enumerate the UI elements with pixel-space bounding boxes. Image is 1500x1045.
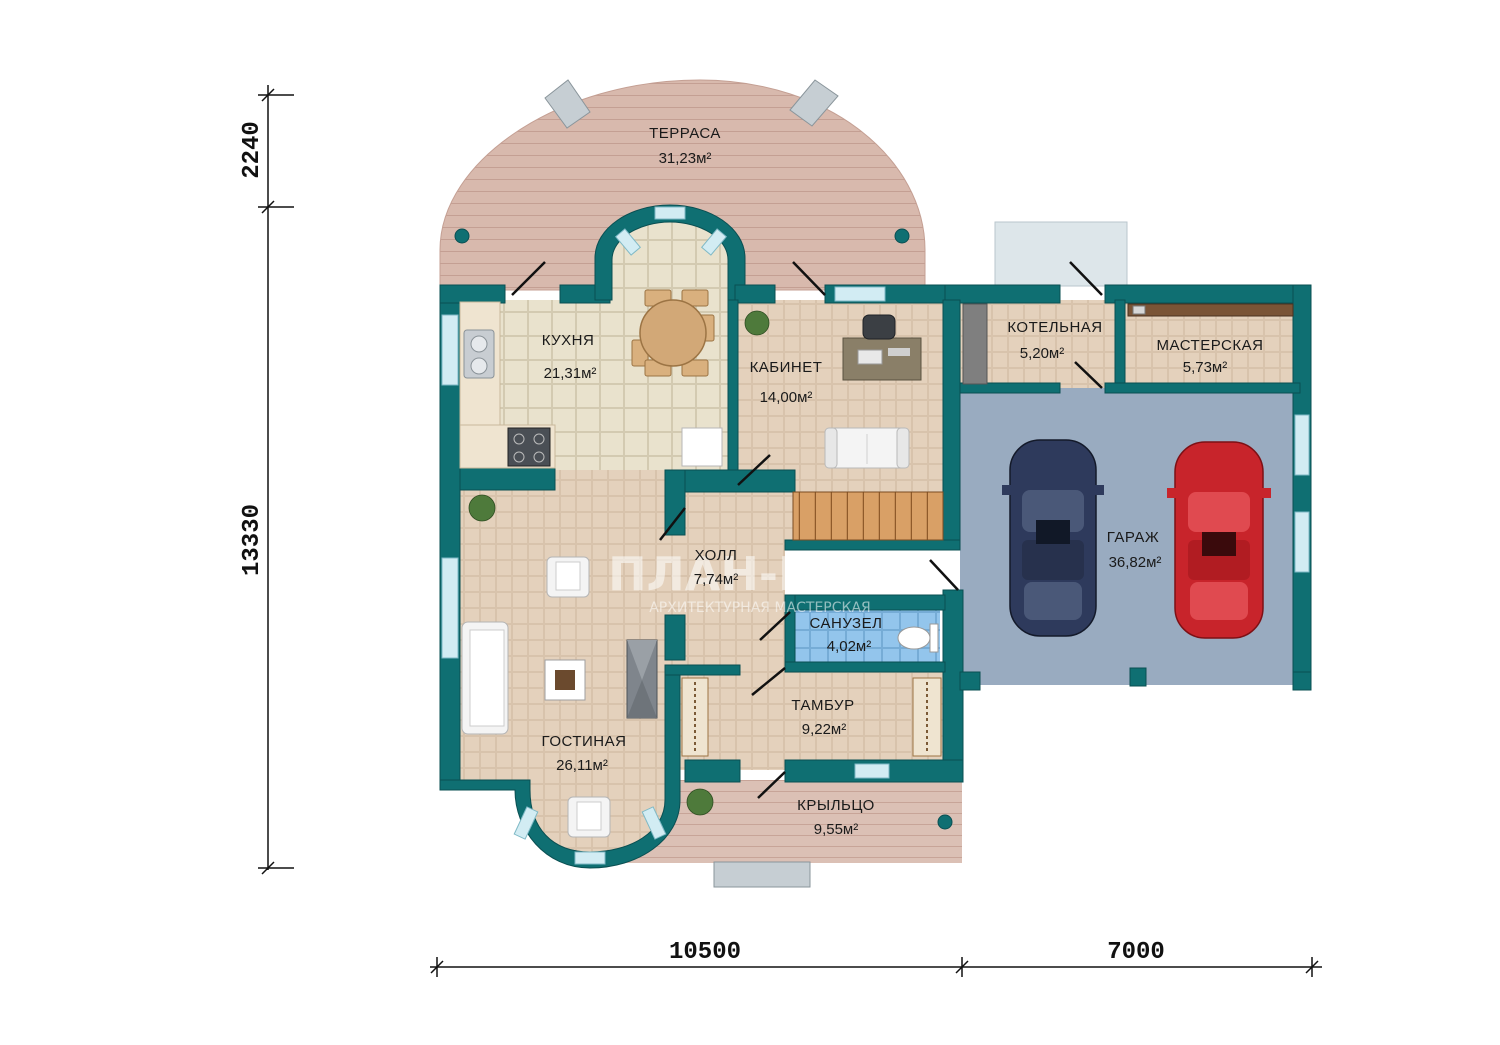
watermark-title: ПЛАН-ВЕРС [608,547,912,601]
boiler-step [994,221,1128,287]
room-area-kitchen: 21,31м² [544,365,597,382]
dim-left-top: 2240 [239,121,266,179]
room-area-terrace: 31,23м² [659,150,712,167]
workbench [1127,303,1294,317]
living-armchair [546,556,611,838]
terrace-column-right [894,228,910,244]
room-area-porch: 9,55м² [814,821,859,838]
room-area-vestibule: 9,22м² [802,721,847,738]
room-area-living: 26,11м² [556,757,608,774]
vestibule-floor [675,670,945,770]
room-area-office: 14,00м² [760,389,813,406]
coffee-table [544,659,586,701]
watermark-subtitle: АРХИТЕКТУРНАЯ МАСТЕРСКАЯ [649,600,871,616]
wardrobe [681,677,942,757]
dim-bottom-left: 10500 [669,939,741,966]
room-name-boiler: КОТЕЛЬНАЯ [1007,319,1102,336]
terrace-steps [544,79,839,129]
car-red [1167,441,1271,639]
room-name-porch: КРЫЛЬЦО [797,797,875,814]
staircase [792,491,944,541]
doors [511,261,1103,799]
kitchen-floor [460,218,730,470]
boiler-unit [962,303,988,385]
kitchen-table [631,289,715,377]
room-area-hall: 7,74м² [694,571,739,588]
porch-column [937,814,953,830]
walls [439,204,1312,869]
room-area-boiler: 5,20м² [1020,345,1065,362]
fireplace [626,639,658,719]
toilet-icon [897,623,939,653]
room-name-kitchen: КУХНЯ [542,332,595,349]
living-sofa [461,621,509,735]
room-area-bathroom: 4,02м² [827,638,872,655]
room-name-office: КАБИНЕТ [750,359,823,376]
office-desk [842,314,922,381]
windows [441,206,1310,865]
terrace-column-left [454,228,470,244]
office-sofa [824,427,910,469]
workshop-vise [1132,305,1146,315]
room-name-garage: ГАРАЖ [1107,529,1159,546]
porch-step [713,861,811,888]
car-blue [1002,439,1104,637]
room-name-bathroom: САНУЗЕЛ [810,615,883,632]
plant-icon [468,310,770,816]
room-area-workshop: 5,73м² [1183,359,1228,376]
dim-bottom-right: 7000 [1107,939,1165,966]
kitchen-counter [459,301,723,469]
room-name-workshop: МАСТЕРСКАЯ [1157,337,1264,354]
room-name-terrace: ТЕРРАСА [649,125,721,142]
room-name-living: ГОСТИНАЯ [542,733,627,750]
room-area-garage: 36,82м² [1109,554,1162,571]
dimension-lines [258,85,1322,977]
room-name-hall: ХОЛЛ [695,547,738,564]
room-name-vestibule: ТАМБУР [791,697,854,714]
dim-left-main: 13330 [239,504,266,576]
terrace-deck [439,79,926,291]
